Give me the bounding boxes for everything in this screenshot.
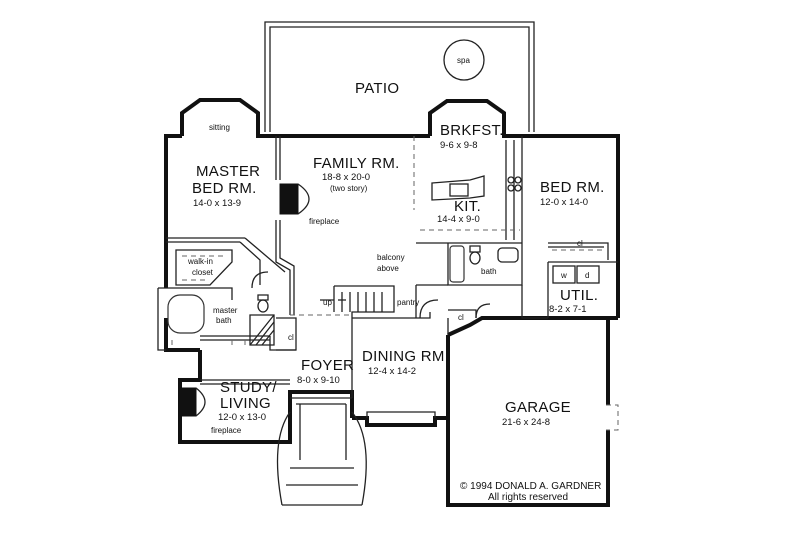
entry-porch	[276, 397, 367, 506]
kitchen-label: KIT.	[454, 198, 481, 215]
family-fireplace	[279, 183, 310, 215]
study-fireplace-label: fireplace	[211, 426, 242, 435]
brkfst-label: BRKFST.	[440, 122, 504, 139]
study-dim: 12-0 x 13-0	[218, 412, 266, 423]
copyright-line-2: All rights reserved	[488, 492, 568, 503]
spa-tub	[443, 39, 485, 81]
bed-room-label: BED RM.	[540, 179, 605, 196]
dryer-label: d	[585, 271, 589, 280]
cl-master-label: cl	[288, 333, 294, 342]
pantry-label: pantry	[397, 298, 419, 307]
master-bath-label-2: bath	[216, 316, 232, 325]
kitchen-dim: 14-4 x 9-0	[437, 214, 480, 225]
washer-label: w	[560, 271, 567, 280]
family-fireplace-label: fireplace	[309, 217, 340, 226]
master-bed-label-1: MASTER	[196, 163, 260, 180]
family-room-dim: 18-8 x 20-0	[322, 172, 370, 183]
util-dim: 8-2 x 7-1	[549, 304, 587, 315]
study-label-1: STUDY/	[220, 379, 277, 396]
master-bed-dim: 14-0 x 13-9	[193, 198, 241, 209]
patio-label: PATIO	[355, 80, 399, 97]
brkfst-dim: 9-6 x 9-8	[440, 140, 478, 151]
master-bath-label-1: master	[213, 306, 238, 315]
study-fireplace	[179, 387, 206, 417]
sitting-label: sitting	[209, 123, 230, 132]
dining-room-dim: 12-4 x 14-2	[368, 366, 416, 377]
family-room-label: FAMILY RM.	[313, 155, 400, 172]
study-label-2: LIVING	[220, 395, 271, 412]
cl-dining-label: cl	[458, 313, 464, 322]
walkin-label-1: walk-in	[187, 257, 213, 266]
foyer-label: FOYER	[301, 357, 354, 374]
balcony-label-1: balcony	[377, 253, 405, 262]
garage-dim: 21-6 x 24-8	[502, 417, 550, 428]
spa-label: spa	[457, 56, 470, 65]
interior-walls	[166, 136, 619, 431]
copyright-line-1: © 1994 DONALD A. GARDNER	[460, 481, 601, 492]
bath-label: bath	[481, 267, 497, 276]
master-bed-label-2: BED RM.	[192, 180, 257, 197]
cl-bed-label: cl	[577, 239, 583, 248]
stairs-up-label: up	[323, 298, 332, 307]
foyer-dim: 8-0 x 9-10	[297, 375, 340, 386]
util-label: UTIL.	[560, 287, 598, 304]
walkin-label-2: closet	[192, 268, 214, 277]
patio	[264, 21, 535, 132]
family-room-note: (two story)	[330, 184, 368, 193]
balcony-label-2: above	[377, 264, 399, 273]
door-swings	[251, 271, 491, 319]
dining-room-label: DINING RM.	[362, 348, 449, 365]
bed-room-dim: 12-0 x 14-0	[540, 197, 588, 208]
garage-label: GARAGE	[505, 399, 571, 416]
